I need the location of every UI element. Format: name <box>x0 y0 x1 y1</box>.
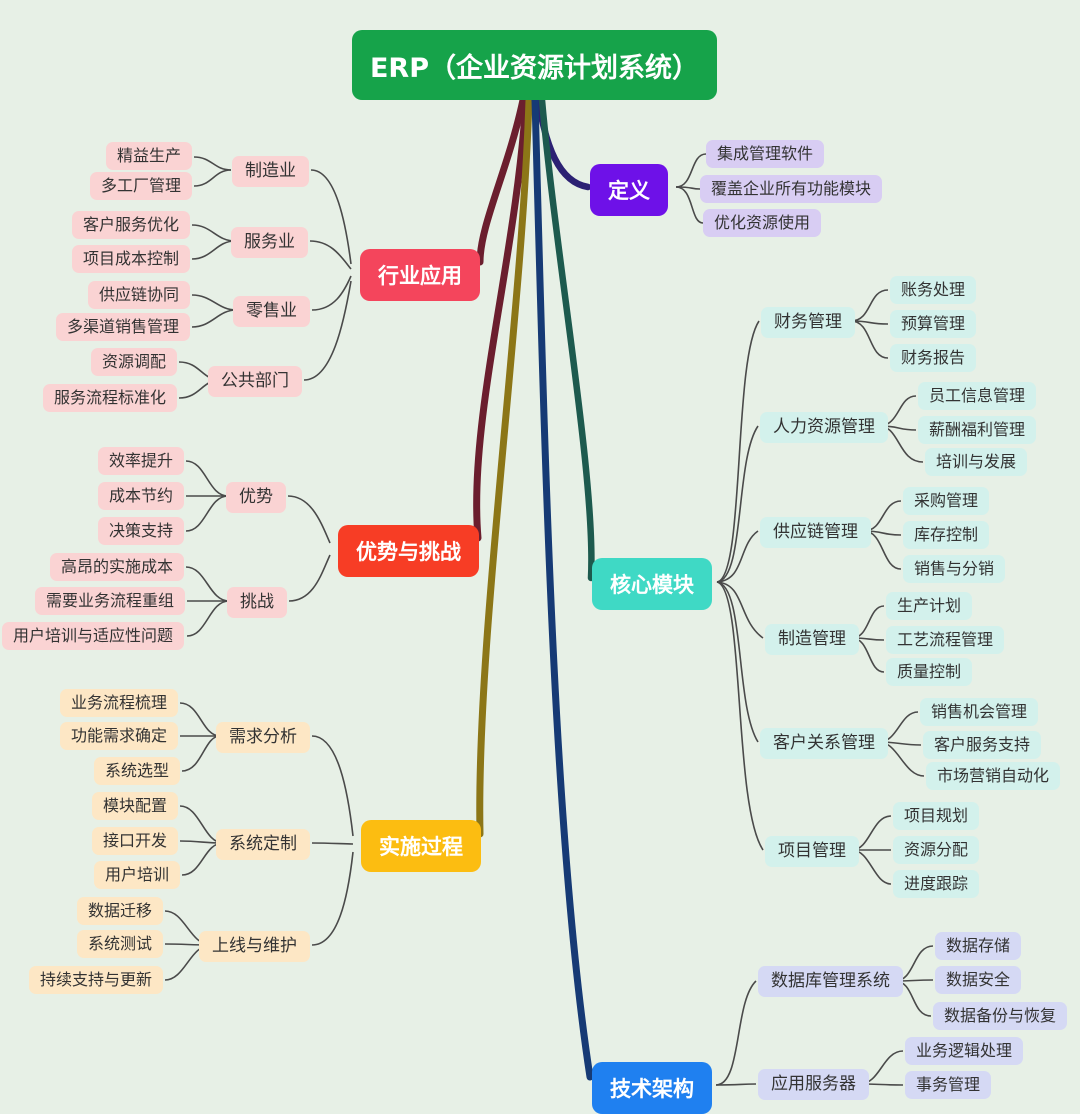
leaf-node[interactable]: 接口开发 <box>91 827 178 855</box>
subtopic-node[interactable]: 制造业 <box>232 156 309 187</box>
branch-tech-architecture[interactable]: 技术架构 <box>592 1062 712 1114</box>
leaf-node[interactable]: 事务管理 <box>905 1071 992 1099</box>
leaf-node[interactable]: 数据迁移 <box>76 897 163 925</box>
leaf-node[interactable]: 库存控制 <box>903 521 990 549</box>
leaf-node[interactable]: 数据备份与恢复 <box>933 1002 1068 1030</box>
subtopic-node[interactable]: 人力资源管理 <box>760 412 888 443</box>
root-node[interactable]: ERP（企业资源计划系统） <box>352 30 717 100</box>
leaf-node[interactable]: 生产计划 <box>886 592 973 620</box>
leaf-node[interactable]: 覆盖企业所有功能模块 <box>700 175 883 203</box>
subtopic-node[interactable]: 需求分析 <box>216 722 310 753</box>
leaf-node[interactable]: 系统选型 <box>93 757 180 785</box>
leaf-node[interactable]: 进度跟踪 <box>893 870 980 898</box>
leaf-node[interactable]: 多渠道销售管理 <box>55 313 190 341</box>
leaf-node[interactable]: 集成管理软件 <box>706 140 825 168</box>
leaf-node[interactable]: 账务处理 <box>890 276 977 304</box>
leaf-node[interactable]: 工艺流程管理 <box>886 626 1005 654</box>
leaf-node[interactable]: 系统测试 <box>76 930 163 958</box>
leaf-node[interactable]: 质量控制 <box>886 658 973 686</box>
root-branch-curves <box>473 96 595 1081</box>
subtopic-node[interactable]: 系统定制 <box>216 829 310 860</box>
leaf-node[interactable]: 效率提升 <box>97 447 184 475</box>
leaf-node[interactable]: 供应链协同 <box>87 281 190 309</box>
subtopic-node[interactable]: 上线与维护 <box>199 931 310 962</box>
subtopic-node[interactable]: 财务管理 <box>761 307 855 338</box>
leaf-node[interactable]: 项目成本控制 <box>71 245 190 273</box>
connector-layer <box>164 96 934 1086</box>
branch-definition[interactable]: 定义 <box>590 164 668 216</box>
subtopic-node[interactable]: 公共部门 <box>208 366 302 397</box>
mindmap-canvas: ERP（企业资源计划系统） 定义 集成管理软件 覆盖企业所有功能模块 优化资源使… <box>1 30 1068 1114</box>
subtopic-node[interactable]: 优势 <box>226 482 286 513</box>
leaf-node[interactable]: 客户服务支持 <box>923 731 1042 759</box>
branch-core-modules[interactable]: 核心模块 <box>592 558 712 610</box>
leaf-node[interactable]: 采购管理 <box>903 487 990 515</box>
leaf-node[interactable]: 决策支持 <box>97 517 184 545</box>
leaf-node[interactable]: 员工信息管理 <box>918 382 1037 410</box>
leaf-node[interactable]: 业务逻辑处理 <box>905 1037 1024 1065</box>
subtopic-node[interactable]: 应用服务器 <box>758 1069 869 1100</box>
leaf-node[interactable]: 功能需求确定 <box>59 722 178 750</box>
leaf-node[interactable]: 财务报告 <box>890 344 977 372</box>
leaf-node[interactable]: 多工厂管理 <box>89 172 192 200</box>
leaf-node[interactable]: 成本节约 <box>97 482 184 510</box>
leaf-node[interactable]: 数据安全 <box>935 966 1022 994</box>
leaf-node[interactable]: 销售与分销 <box>903 555 1006 583</box>
leaf-node[interactable]: 业务流程梳理 <box>59 689 178 717</box>
subtopic-node[interactable]: 零售业 <box>233 296 310 327</box>
leaf-node[interactable]: 优化资源使用 <box>703 209 822 237</box>
subtopic-node[interactable]: 挑战 <box>227 587 287 618</box>
subtopic-node[interactable]: 供应链管理 <box>760 517 871 548</box>
leaf-node[interactable]: 需要业务流程重组 <box>34 587 185 615</box>
leaf-node[interactable]: 客户服务优化 <box>71 211 190 239</box>
subtopic-node[interactable]: 服务业 <box>231 227 308 258</box>
leaf-node[interactable]: 薪酬福利管理 <box>918 416 1037 444</box>
leaf-node[interactable]: 数据存储 <box>935 932 1022 960</box>
leaf-node[interactable]: 高昂的实施成本 <box>49 553 184 581</box>
branch-pros-and-cons[interactable]: 优势与挑战 <box>338 525 479 577</box>
leaf-node[interactable]: 资源分配 <box>893 836 980 864</box>
branch-industry-applications[interactable]: 行业应用 <box>360 249 480 301</box>
leaf-node[interactable]: 精益生产 <box>105 142 192 170</box>
leaf-node[interactable]: 用户培训与适应性问题 <box>1 622 184 650</box>
leaf-node[interactable]: 市场营销自动化 <box>926 762 1061 790</box>
subtopic-node[interactable]: 制造管理 <box>765 624 859 655</box>
leaf-node[interactable]: 资源调配 <box>90 348 177 376</box>
leaf-node[interactable]: 预算管理 <box>890 310 977 338</box>
leaf-node[interactable]: 用户培训 <box>93 861 180 889</box>
leaf-node[interactable]: 培训与发展 <box>925 448 1028 476</box>
subtopic-node[interactable]: 项目管理 <box>765 836 859 867</box>
leaf-node[interactable]: 持续支持与更新 <box>28 966 163 994</box>
subtopic-node[interactable]: 客户关系管理 <box>760 728 888 759</box>
leaf-node[interactable]: 销售机会管理 <box>920 698 1039 726</box>
subtopic-node[interactable]: 数据库管理系统 <box>758 966 903 997</box>
leaf-node[interactable]: 模块配置 <box>91 792 178 820</box>
leaf-node[interactable]: 服务流程标准化 <box>42 384 177 412</box>
leaf-node[interactable]: 项目规划 <box>893 802 980 830</box>
branch-implementation-process[interactable]: 实施过程 <box>361 820 481 872</box>
